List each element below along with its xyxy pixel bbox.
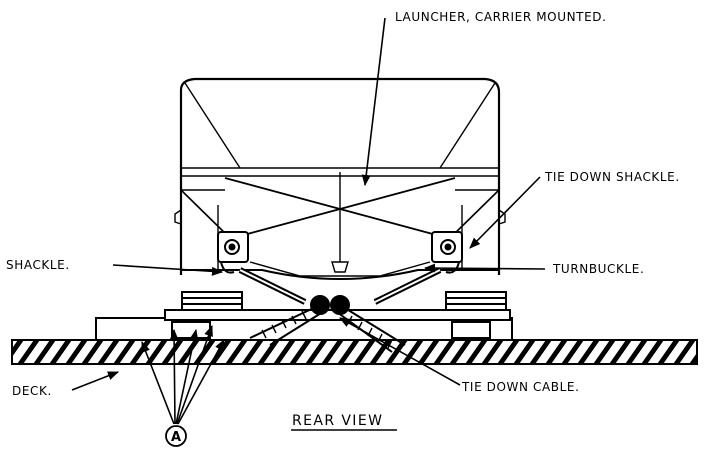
right-shackle-mount [431,231,463,274]
tie-down-cables [249,295,406,353]
turnbuckle-label: TURNBUCKLE. [552,262,644,276]
view-title-group: REAR VIEW [291,413,397,431]
callout-a: A [165,425,187,447]
tie-down-shackle-label: TIE DOWN SHACKLE. [544,170,680,184]
left-shackle-mount [217,231,249,274]
deck [11,339,698,365]
callout-a-letter: A [171,430,181,445]
turnbuckles [238,267,442,305]
launcher-label: LAUNCHER, CARRIER MOUNTED. [395,10,607,24]
launcher-body [174,77,506,280]
shackle-label: SHACKLE. [6,258,70,272]
tie-down-cable-label: TIE DOWN CABLE. [461,380,580,394]
view-title: REAR VIEW [292,413,383,429]
deck-label: DECK. [12,384,52,398]
leader-lines [71,17,546,425]
